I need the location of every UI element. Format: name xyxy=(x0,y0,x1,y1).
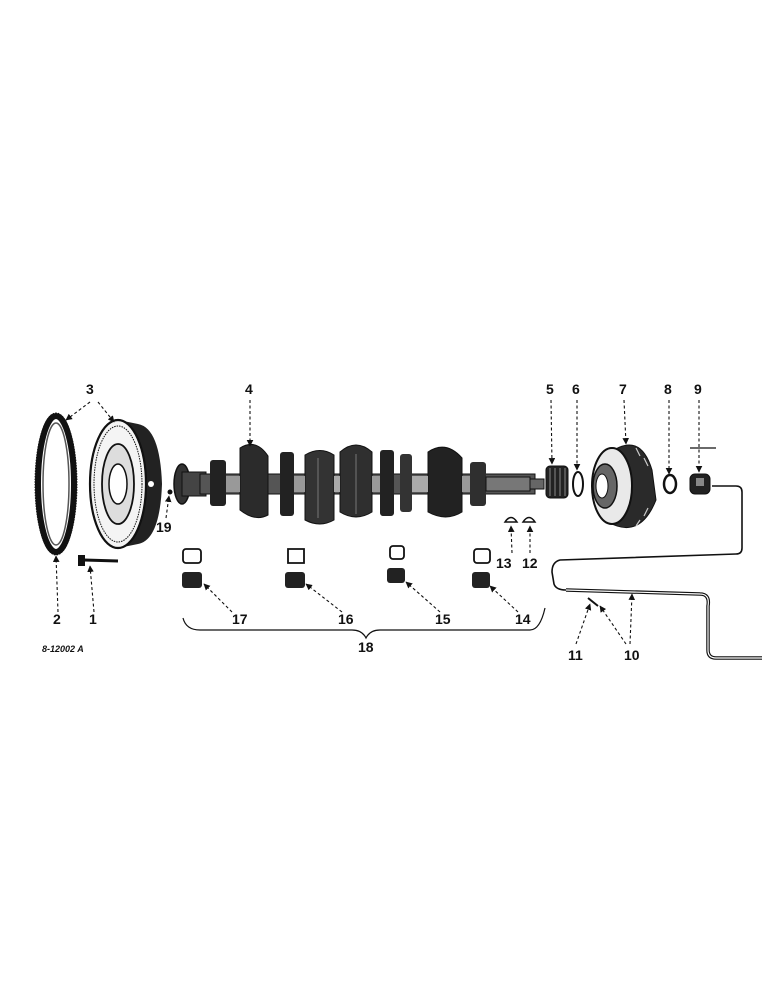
flywheel-bolt xyxy=(78,555,119,566)
callout-14: 14 xyxy=(515,611,531,627)
callout-12: 12 xyxy=(522,555,538,571)
callout-4: 4 xyxy=(245,381,253,397)
crank-pin xyxy=(587,597,599,607)
callout-19: 19 xyxy=(156,519,172,535)
lock-washer xyxy=(662,473,678,495)
bearing-set-bracket xyxy=(182,607,546,640)
bearing-pair-16 xyxy=(285,548,305,588)
drawing-code: 8-12002 A xyxy=(42,644,84,654)
callout-6: 6 xyxy=(572,381,580,397)
crankshaft-damper-pulley xyxy=(591,444,657,529)
oil-slinger xyxy=(572,471,584,497)
bearing-pair-14 xyxy=(472,548,491,588)
callout-8: 8 xyxy=(664,381,672,397)
callout-13: 13 xyxy=(496,555,512,571)
callout-17: 17 xyxy=(232,611,248,627)
callout-9: 9 xyxy=(694,381,702,397)
callout-11: 11 xyxy=(568,647,583,663)
callout-labels: 3 4 5 6 7 8 9 19 13 12 2 1 17 16 15 14 1… xyxy=(42,381,702,663)
crankshaft xyxy=(173,443,545,525)
bearing-key-12 xyxy=(521,516,537,523)
bearing-pair-17 xyxy=(182,548,202,588)
bearing-key-13 xyxy=(503,516,519,523)
callout-15: 15 xyxy=(435,611,451,627)
callout-5: 5 xyxy=(546,381,554,397)
bearing-pair-15 xyxy=(387,545,405,583)
crankshaft-gear xyxy=(545,465,569,499)
starting-crank-jaw xyxy=(689,473,711,495)
callout-7: 7 xyxy=(619,381,627,397)
callout-3: 3 xyxy=(86,381,94,397)
callout-18: 18 xyxy=(358,639,374,655)
leader-lines xyxy=(52,399,716,645)
flywheel-ring-gear xyxy=(34,412,78,556)
callout-1: 1 xyxy=(89,611,97,627)
starting-crank xyxy=(551,485,762,660)
callout-16: 16 xyxy=(338,611,354,627)
callout-10: 10 xyxy=(624,647,640,663)
crankshaft-dowel xyxy=(167,489,173,495)
flywheel xyxy=(88,418,162,550)
callout-2: 2 xyxy=(53,611,61,627)
